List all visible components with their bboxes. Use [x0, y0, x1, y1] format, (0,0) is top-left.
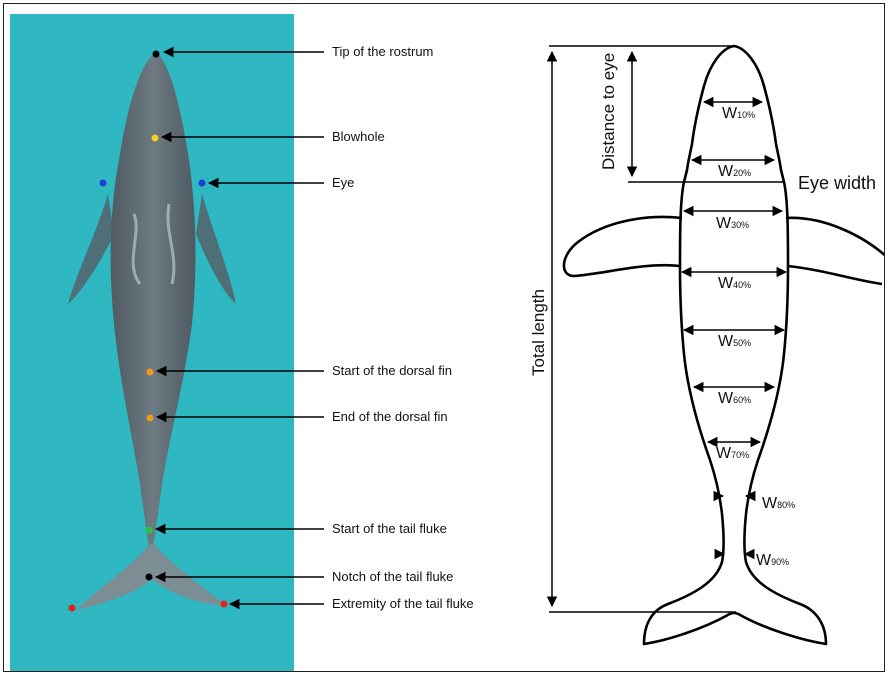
label-w70: W70% [716, 445, 749, 462]
whale-body [111, 52, 196, 549]
marker-blowhole [152, 135, 159, 142]
label-w40: W40% [718, 275, 751, 292]
marker-fluke-start [146, 527, 153, 534]
outline-left-fin [564, 217, 682, 276]
label-total-length: Total length [529, 289, 548, 376]
marker-tip-of-rostrum [153, 51, 160, 58]
marker-extremity-left [69, 605, 76, 612]
label-w50: W50% [718, 333, 751, 350]
figure-canvas: Tip of the rostrum Blowhole Eye Start of… [4, 4, 885, 672]
whale-photo [68, 52, 236, 610]
label-w60: W60% [718, 390, 751, 407]
label-fluke-notch: Notch of the tail fluke [332, 569, 453, 584]
label-eye: Eye [332, 175, 354, 190]
photo-labels: Tip of the rostrum Blowhole Eye Start of… [332, 44, 474, 611]
marker-dorsal-end [147, 415, 154, 422]
label-w10: W10% [722, 105, 755, 122]
label-eye-width: Eye width [798, 173, 876, 193]
marker-fluke-notch [146, 574, 153, 581]
label-w20: W20% [718, 163, 751, 180]
marker-eye-left [100, 180, 107, 187]
left-pectoral-fin [68, 194, 114, 304]
right-pectoral-fin [196, 194, 236, 304]
total-length-dimension [549, 46, 736, 612]
label-w90: W90% [756, 552, 789, 569]
label-tip-of-rostrum: Tip of the rostrum [332, 44, 433, 59]
marker-eye-right [199, 180, 206, 187]
outline-right-fin [786, 218, 885, 284]
distance-to-eye-dimension [628, 52, 784, 182]
label-fluke-start: Start of the tail fluke [332, 521, 447, 536]
label-distance-to-eye: Distance to eye [599, 53, 618, 170]
label-dorsal-end: End of the dorsal fin [332, 409, 448, 424]
figure-frame: Tip of the rostrum Blowhole Eye Start of… [3, 3, 885, 672]
label-fluke-extremity: Extremity of the tail fluke [332, 596, 474, 611]
label-w30: W30% [716, 215, 749, 232]
marker-extremity-right [221, 601, 228, 608]
label-w80: W80% [762, 495, 795, 512]
marker-dorsal-start [147, 369, 154, 376]
label-blowhole: Blowhole [332, 129, 385, 144]
label-dorsal-start: Start of the dorsal fin [332, 363, 452, 378]
